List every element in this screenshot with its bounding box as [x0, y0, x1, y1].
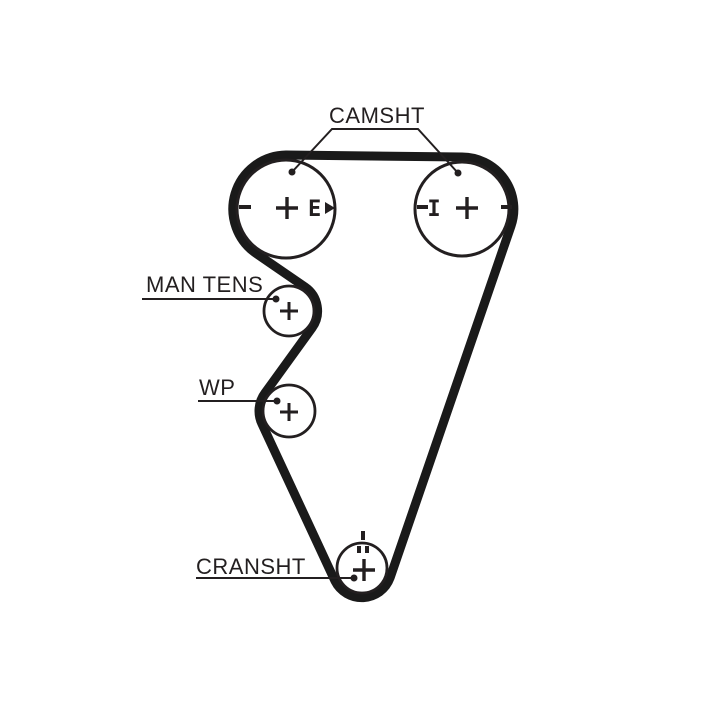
camshaft-leader-line — [291, 128, 459, 174]
leader-dot — [273, 397, 281, 405]
crankshaft-label: CRANSHT — [196, 554, 306, 579]
tensioner-pulley — [262, 284, 316, 338]
water-pump-label: WP — [199, 375, 235, 400]
plus-mark — [353, 559, 375, 581]
tensioner-label: MAN TENS — [146, 272, 263, 297]
intake-mark: I — [427, 197, 440, 222]
timing-mark-bars — [357, 546, 369, 553]
leader-dot — [272, 295, 280, 303]
crankshaft-pulley — [335, 541, 389, 595]
plus-mark — [456, 197, 478, 219]
leader-dot — [350, 574, 358, 582]
camshaft-label: CAMSHT — [329, 103, 425, 128]
water-pump-pulley — [261, 383, 317, 439]
plus-mark — [280, 403, 298, 421]
exhaust-mark: E — [308, 197, 321, 222]
leader-dot — [288, 168, 296, 176]
plus-mark — [276, 197, 298, 219]
camshaft-pulley-left — [235, 158, 337, 260]
direction-arrow-icon — [325, 202, 335, 214]
leader-dot — [454, 169, 462, 177]
plus-mark — [280, 302, 298, 320]
timing-belt — [228, 150, 519, 603]
